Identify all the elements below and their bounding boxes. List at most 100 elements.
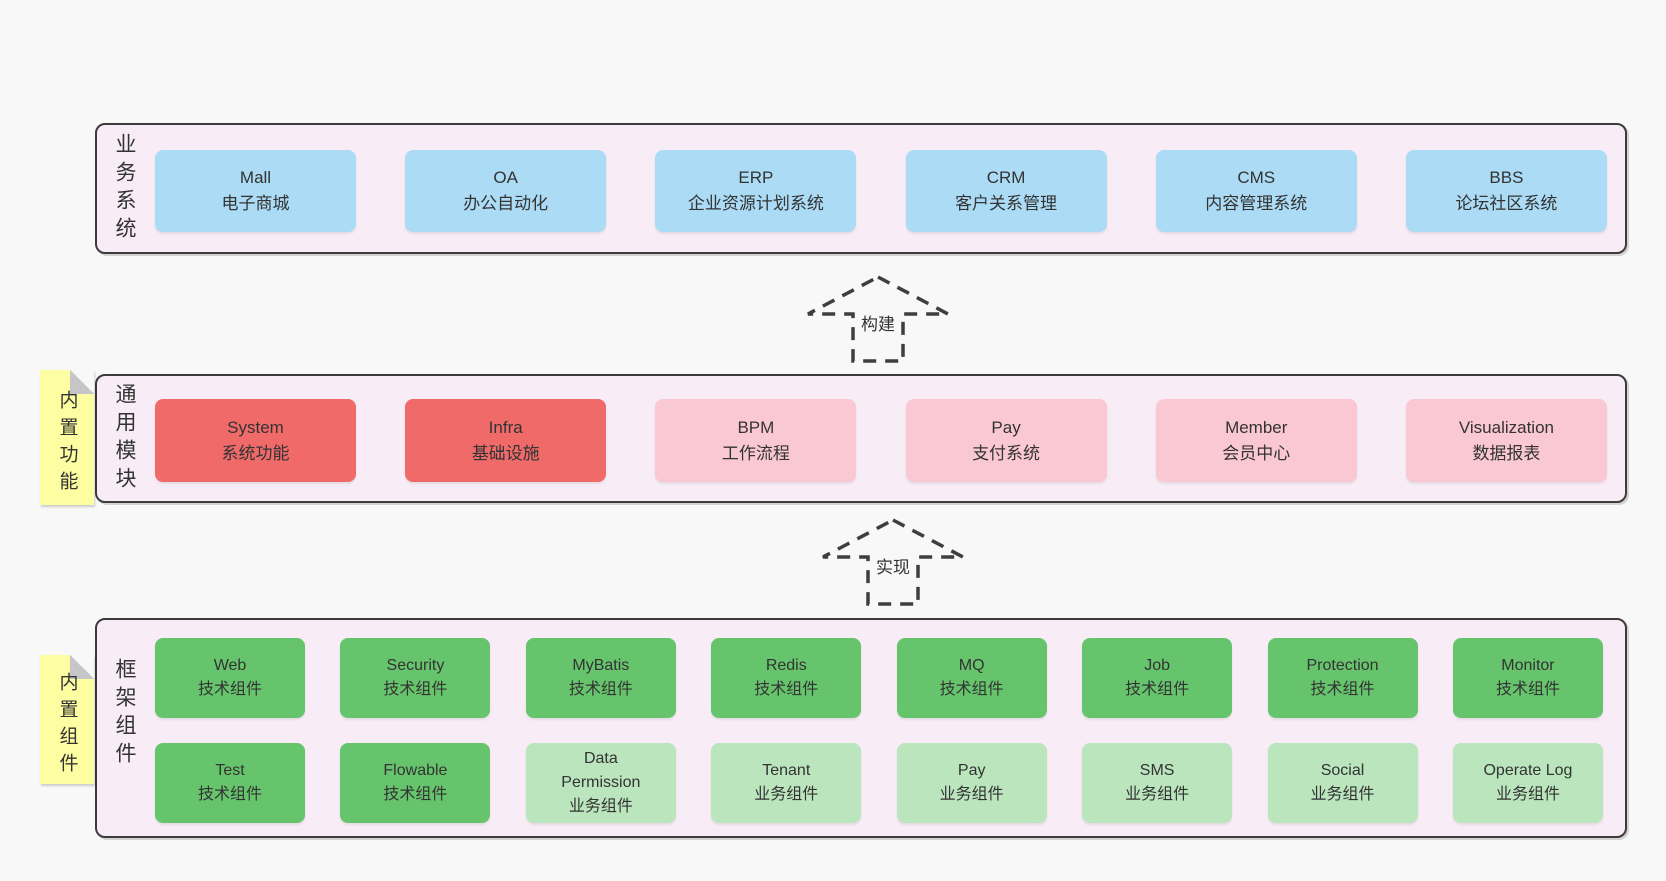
box-operate-log-desc: 业务组件	[1495, 786, 1560, 803]
box-social-name: Social	[1320, 762, 1365, 779]
arrow-build-label: 构建	[856, 309, 900, 336]
box-operate-log-name: Operate Log	[1483, 762, 1573, 779]
business-systems-row: Mall 电子商城 OA 办公自动化 ERP 企业资源计划系统 CRM 客户关系…	[155, 150, 1607, 232]
box-sms-desc: 业务组件	[1125, 786, 1190, 803]
box-mybatis: MyBatis 技术组件	[525, 638, 676, 718]
box-infra-name: Infra	[488, 417, 523, 437]
box-crm-desc: 客户关系管理	[955, 194, 1058, 213]
box-cms-desc: 内容管理系统	[1205, 194, 1308, 213]
band-framework-components-label: 框架组件	[113, 658, 136, 770]
box-mq-name: MQ	[958, 657, 985, 674]
box-web: Web 技术组件	[155, 638, 305, 718]
box-system-name: System	[227, 417, 284, 437]
box-crm-name: CRM	[986, 168, 1026, 187]
box-web-name: Web	[213, 657, 247, 674]
box-member: Member 会员中心	[1155, 399, 1357, 482]
box-mq: MQ 技术组件	[896, 638, 1047, 718]
box-monitor: Monitor 技术组件	[1452, 638, 1603, 718]
box-visualization-name: Visualization	[1458, 417, 1554, 437]
box-pay-module: Pay 支付系统	[905, 399, 1107, 482]
box-bpm-desc: 工作流程	[721, 443, 790, 463]
sticky-note-builtin-functions: 内置功能	[40, 370, 94, 505]
box-pay-module-desc: 支付系统	[972, 443, 1041, 463]
box-sms: SMS 业务组件	[1082, 743, 1233, 823]
box-mall: Mall 电子商城	[155, 150, 356, 232]
box-protection-name: Protection	[1306, 657, 1379, 674]
box-mq-desc: 技术组件	[939, 681, 1004, 698]
common-modules-row: System 系统功能 Infra 基础设施 BPM 工作流程 Pay 支付系统…	[155, 399, 1607, 482]
box-bbs-name: BBS	[1489, 168, 1524, 187]
framework-components-row-1: Web 技术组件 Security 技术组件 MyBatis 技术组件 Redi…	[155, 638, 1603, 718]
box-security-desc: 技术组件	[383, 681, 448, 698]
box-erp: ERP 企业资源计划系统	[655, 150, 857, 232]
box-sms-name: SMS	[1139, 762, 1175, 779]
box-oa-desc: 办公自动化	[463, 194, 549, 213]
box-mall-desc: 电子商城	[221, 194, 290, 213]
box-redis: Redis 技术组件	[711, 638, 862, 718]
box-infra-desc: 基础设施	[471, 443, 540, 463]
arrow-implement-label: 实现	[871, 552, 915, 579]
box-job-name: Job	[1144, 657, 1170, 674]
box-social-desc: 业务组件	[1310, 786, 1375, 803]
box-protection: Protection 技术组件	[1267, 638, 1418, 718]
box-data-permission-desc: 业务组件	[568, 798, 633, 815]
box-tenant-name: Tenant	[762, 762, 811, 779]
box-oa-name: OA	[493, 168, 518, 187]
box-flowable-desc: 技术组件	[383, 786, 448, 803]
box-monitor-name: Monitor	[1501, 657, 1555, 674]
box-social: Social 业务组件	[1267, 743, 1418, 823]
box-web-desc: 技术组件	[197, 681, 262, 698]
box-security-name: Security	[386, 657, 445, 674]
sticky-note-builtin-components-label: 内置组件	[56, 671, 78, 780]
box-mybatis-name: MyBatis	[572, 657, 630, 674]
box-cms: CMS 内容管理系统	[1155, 150, 1357, 232]
framework-components-row-2: Test 技术组件 Flowable 技术组件 Data Permission …	[155, 743, 1603, 823]
box-test: Test 技术组件	[155, 743, 305, 823]
box-job: Job 技术组件	[1082, 638, 1233, 718]
box-cms-name: CMS	[1237, 168, 1276, 187]
box-test-name: Test	[215, 762, 245, 779]
box-security: Security 技术组件	[340, 638, 491, 718]
folded-corner-icon	[70, 370, 94, 394]
box-system: System 系统功能	[155, 399, 356, 482]
box-pay-component-name: Pay	[957, 762, 986, 779]
box-tenant-desc: 业务组件	[754, 786, 819, 803]
box-redis-name: Redis	[765, 657, 807, 674]
box-bbs: BBS 论坛社区系统	[1405, 150, 1607, 232]
band-framework-components: 内置组件 框架组件 Web 技术组件 Security 技术组件 MyBatis…	[40, 618, 1627, 838]
sticky-note-builtin-functions-label: 内置功能	[56, 389, 78, 498]
box-member-desc: 会员中心	[1222, 443, 1291, 463]
box-pay-component: Pay 业务组件	[896, 743, 1047, 823]
band-business-systems: 业务系统 Mall 电子商城 OA 办公自动化 ERP 企业资源计划系统 CRM…	[95, 123, 1627, 254]
box-visualization-desc: 数据报表	[1472, 443, 1541, 463]
box-flowable: Flowable 技术组件	[340, 743, 491, 823]
box-pay-component-desc: 业务组件	[939, 786, 1004, 803]
box-pay-module-name: Pay	[991, 417, 1021, 437]
band-common-modules-label: 通用模块	[113, 382, 136, 495]
band-common-modules: 内置功能 通用模块 System 系统功能 Infra 基础设施 BPM 工作流…	[40, 370, 1627, 505]
folded-corner-icon	[70, 655, 94, 679]
box-protection-desc: 技术组件	[1310, 681, 1375, 698]
box-mall-name: Mall	[239, 168, 272, 187]
box-redis-desc: 技术组件	[754, 681, 819, 698]
box-tenant: Tenant 业务组件	[711, 743, 862, 823]
box-data-permission-name: Data Permission	[561, 750, 641, 791]
box-data-permission: Data Permission 业务组件	[525, 743, 676, 823]
box-erp-name: ERP	[738, 168, 774, 187]
box-test-desc: 技术组件	[197, 786, 262, 803]
box-crm: CRM 客户关系管理	[905, 150, 1107, 232]
box-bpm: BPM 工作流程	[655, 399, 857, 482]
box-infra: Infra 基础设施	[405, 399, 607, 482]
box-member-name: Member	[1225, 417, 1288, 437]
box-oa: OA 办公自动化	[405, 150, 607, 232]
box-job-desc: 技术组件	[1125, 681, 1190, 698]
box-operate-log: Operate Log 业务组件	[1452, 743, 1603, 823]
box-bbs-desc: 论坛社区系统	[1455, 194, 1558, 213]
box-erp-desc: 企业资源计划系统	[687, 194, 824, 213]
box-bpm-name: BPM	[737, 417, 775, 437]
box-monitor-desc: 技术组件	[1495, 681, 1560, 698]
box-mybatis-desc: 技术组件	[568, 681, 633, 698]
box-flowable-name: Flowable	[383, 762, 448, 779]
band-business-systems-label: 业务系统	[113, 132, 136, 245]
